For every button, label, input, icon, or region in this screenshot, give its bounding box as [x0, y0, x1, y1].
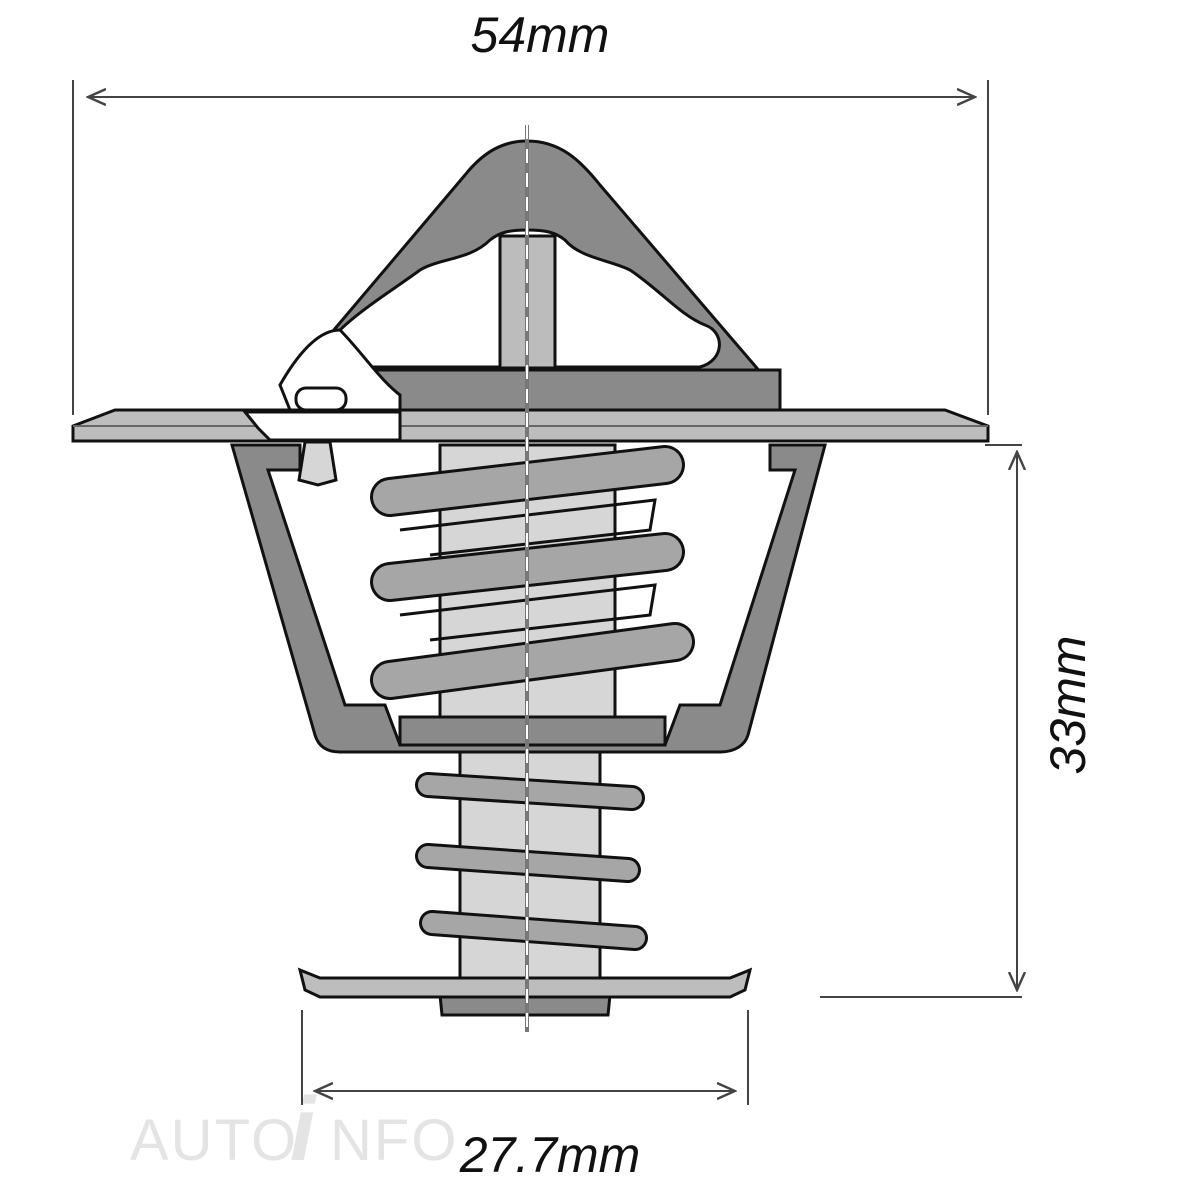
width-dimension: 54mm: [72, 7, 989, 415]
height-dimension: 33mm: [820, 444, 1096, 998]
valve-diameter-dimension: 27.7mm: [301, 1010, 749, 1183]
width-label: 54mm: [471, 7, 610, 63]
main-spring: [370, 445, 695, 700]
rivet-head: [294, 386, 348, 412]
svg-text:NFO: NFO: [330, 1108, 458, 1173]
bridge-frame: [278, 139, 782, 412]
rivet-shank: [297, 440, 338, 487]
svg-text:AUTO: AUTO: [130, 1108, 298, 1173]
watermark-logo: AUTO i NFO: [130, 1080, 458, 1180]
cup-base: [398, 715, 667, 747]
height-label: 33mm: [1040, 636, 1096, 775]
svg-text:i: i: [290, 1080, 317, 1180]
flange-plate: [71, 386, 990, 487]
valve-diameter-label: 27.7mm: [459, 1127, 641, 1183]
